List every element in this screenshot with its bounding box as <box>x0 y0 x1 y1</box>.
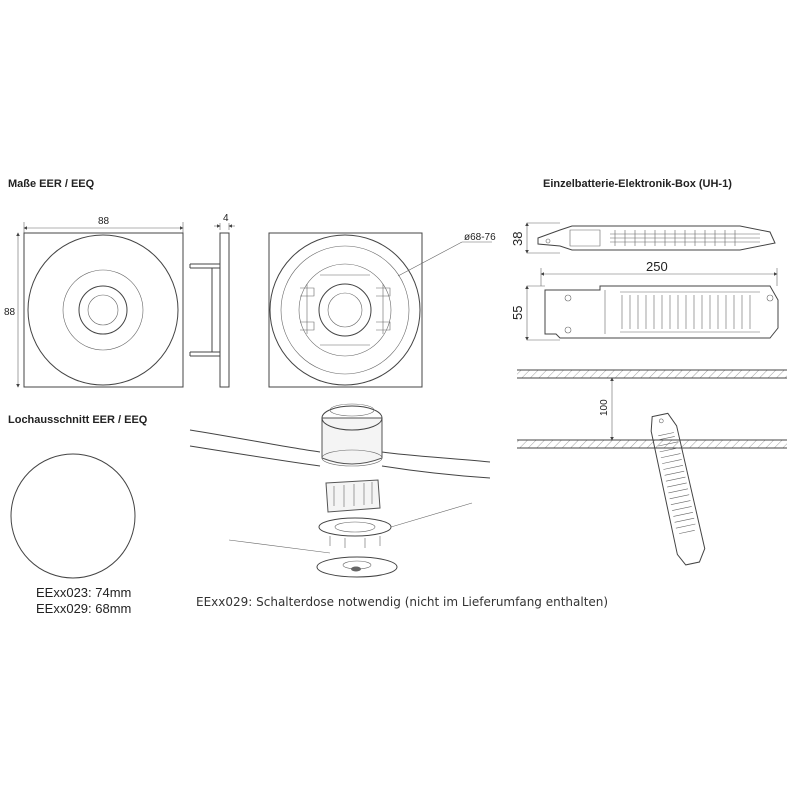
front-view: 88 88 <box>4 216 184 388</box>
battery-box-plan-view: 250 55 <box>510 259 779 341</box>
cutout-size-1: EExx023: 74mm <box>36 585 131 600</box>
box-height-label: 38 <box>510 232 525 246</box>
depth-label: 4 <box>223 213 229 224</box>
height-label: 88 <box>4 307 16 318</box>
heading-cutout: Lochausschnitt EER / EEQ <box>8 414 148 426</box>
box-length-label: 250 <box>646 259 668 274</box>
heading-battery-box: Einzelbatterie-Elektronik-Box (UH-1) <box>543 178 732 190</box>
battery-box-side-view: 38 <box>510 222 776 254</box>
cutout-view: EExx023: 74mm EExx029: 68mm <box>10 453 136 616</box>
box-width-label: 55 <box>510 306 525 320</box>
back-view: ø68-76 <box>268 232 496 388</box>
mount-diameter-label: ø68-76 <box>464 232 496 243</box>
width-label: 88 <box>98 216 110 227</box>
installation-view: EExx029: Schalterdose notwendig (nicht i… <box>189 403 608 609</box>
battery-box-installation: 100 <box>517 369 787 566</box>
installation-note: EExx029: Schalterdose notwendig (nicht i… <box>196 595 608 609</box>
heading-dimensions: Maße EER / EEQ <box>8 178 95 190</box>
side-view: 4 <box>189 213 235 388</box>
ceiling-offset-label: 100 <box>599 399 610 416</box>
cutout-size-2: EExx029: 68mm <box>36 601 131 616</box>
